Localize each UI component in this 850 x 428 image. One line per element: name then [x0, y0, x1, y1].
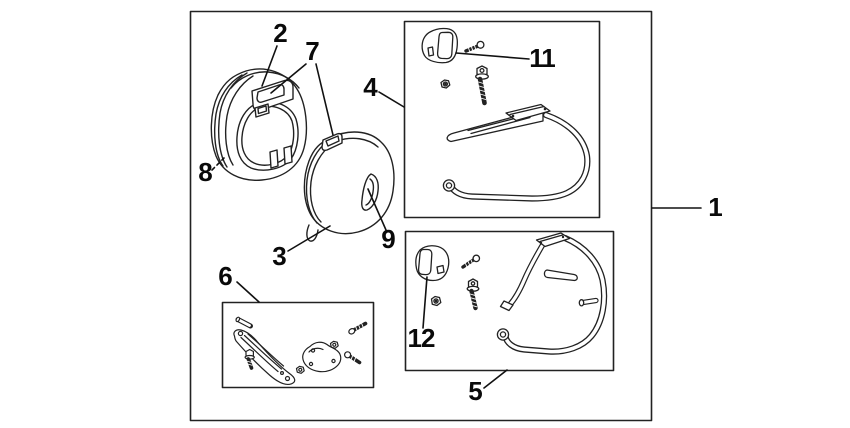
- callout-1: 1: [708, 192, 723, 222]
- callout-3: 3: [272, 241, 287, 271]
- latch-catch-left: [421, 27, 459, 64]
- right-stay-kit: [415, 232, 604, 352]
- callout-7: 7: [305, 36, 320, 66]
- leader-8: [211, 157, 225, 171]
- callout-4: 4: [363, 72, 378, 102]
- stay-bracket-left: [442, 103, 587, 199]
- callout-6: 6: [218, 261, 233, 291]
- callout-2: 2: [273, 18, 288, 48]
- leader-11: [455, 52, 530, 60]
- bolt-hw-2: [348, 321, 368, 335]
- pin: [235, 316, 253, 329]
- nut-hw-2: [329, 340, 339, 349]
- plate-bracket: [302, 341, 342, 373]
- callout-11: 11: [529, 43, 555, 73]
- screw-small-left: [464, 40, 485, 53]
- latch-catch-right: [415, 245, 450, 282]
- callout-5: 5: [468, 376, 483, 406]
- bolt-left: [475, 65, 489, 106]
- leader-lines: [211, 45, 702, 389]
- leader-4: [378, 91, 405, 108]
- callout-8: 8: [198, 157, 213, 187]
- leader-7b: [315, 63, 334, 136]
- nut-left: [440, 79, 451, 89]
- nut-hw-1: [295, 365, 305, 374]
- leader-2: [261, 45, 278, 87]
- arm-bracket: [233, 329, 296, 385]
- leader-6: [236, 281, 260, 303]
- callout-12: 12: [407, 323, 436, 353]
- leader-7a: [270, 63, 307, 94]
- screw-small-right: [461, 254, 481, 269]
- bolt-right: [466, 278, 480, 311]
- leader-12: [422, 276, 428, 329]
- leader-9: [367, 188, 387, 231]
- left-stay-kit: [421, 27, 587, 199]
- stay-bracket-right: [496, 232, 604, 352]
- leader-3: [287, 225, 331, 252]
- bolt-hw-1: [244, 348, 255, 370]
- bolt-hw-3: [344, 351, 362, 365]
- hardware-kit: [233, 316, 368, 385]
- callout-9: 9: [381, 224, 396, 254]
- pannier-case-left: [210, 68, 308, 181]
- leader-5: [483, 369, 508, 389]
- nut-right: [430, 295, 442, 307]
